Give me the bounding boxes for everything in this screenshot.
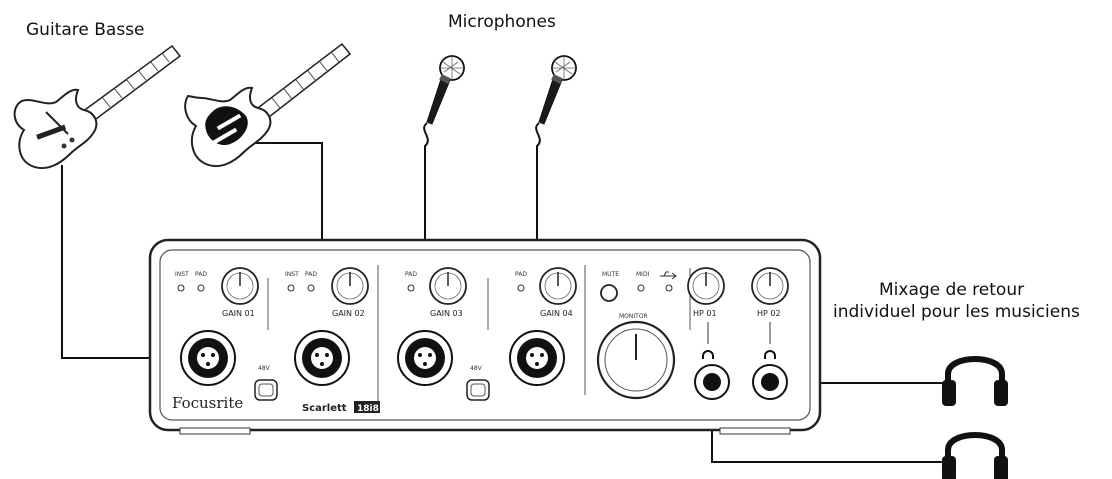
gain-label: GAIN 04: [540, 309, 573, 318]
phantom-label: 48V: [470, 365, 483, 372]
mute-button[interactable]: [600, 284, 618, 302]
pad-led-label: PAD: [195, 271, 207, 278]
model-name: Scarlett: [302, 403, 347, 414]
microphones-label: Microphones: [448, 12, 556, 32]
gain-label: GAIN 03: [430, 309, 463, 318]
channel-2: INST PAD GAIN 02 Scarlett 18i8: [285, 267, 380, 414]
hp2-label: HP 02: [757, 309, 781, 318]
hp1-label: HP 01: [693, 309, 717, 318]
usb-icon: [660, 271, 677, 280]
bass-guitar-label: Guitare Basse: [26, 20, 145, 40]
inst-led-label: INST: [175, 271, 189, 278]
headphones-icon: [942, 356, 1008, 406]
monitor-section: MUTE MIDI MONITOR: [596, 271, 677, 400]
channel-3: PAD GAIN 03: [397, 267, 467, 386]
mic-1-cable: [423, 122, 429, 340]
phantom-power-2: 48V: [466, 365, 490, 401]
pad-led-label: PAD: [405, 271, 417, 278]
electric-guitar-icon: [184, 42, 352, 168]
monitor-mix-label-line2: individuel pour les musiciens: [833, 302, 1080, 322]
pad-led-label: PAD: [305, 271, 317, 278]
pad-led-label: PAD: [515, 271, 527, 278]
phantom-power-1: 48V: [254, 365, 278, 401]
brand-logo: Focusrite: [172, 394, 243, 412]
inst-led-label: INST: [285, 271, 299, 278]
phantom-button[interactable]: [466, 379, 490, 401]
microphone-icon: [426, 55, 465, 125]
phantom-button[interactable]: [254, 379, 278, 401]
microphone-icon: [538, 55, 577, 125]
midi-label: MIDI: [636, 271, 650, 278]
mic-2-cable: [535, 122, 541, 340]
monitor-label: MONITOR: [619, 313, 648, 320]
bass-guitar-icon: [13, 44, 182, 170]
mute-label: MUTE: [602, 271, 619, 278]
channel-4: PAD GAIN 04: [509, 267, 577, 386]
model-badge: 18i8: [357, 404, 379, 414]
headphone-output-2: HP 02: [751, 267, 789, 400]
gain-label: GAIN 02: [332, 309, 365, 318]
headphones-icon: [942, 432, 1008, 479]
audio-interface: INST PAD GAIN 01 Focusrite 48V INST PAD: [148, 238, 822, 435]
phantom-label: 48V: [258, 365, 271, 372]
headphone-output-1: HP 01: [687, 267, 730, 400]
channel-1: INST PAD GAIN 01 Focusrite: [172, 267, 259, 412]
gain-label: GAIN 01: [222, 309, 255, 318]
monitor-mix-label-line1: Mixage de retour: [879, 280, 1025, 300]
